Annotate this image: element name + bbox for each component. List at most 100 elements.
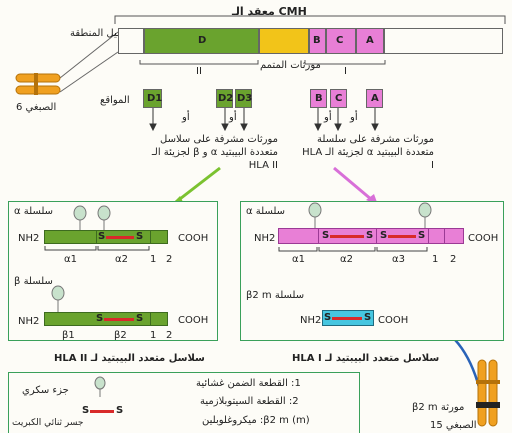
cyto-2-beta-II: 2: [166, 330, 173, 341]
legend-sugar: جزء سكري: [22, 385, 69, 396]
disulfide-bridge-alpha-I-2: [388, 235, 416, 238]
legend-item-3: β2 m (m): ميكروغلوبلين: [202, 415, 310, 426]
segment-class-I-B: [309, 28, 326, 54]
class-I-numeral: I: [344, 66, 347, 77]
s-alpha-I-2: S: [366, 230, 374, 241]
nh2-alpha-I: NH2: [254, 233, 276, 244]
s-alpha-I-3: S: [380, 230, 388, 241]
locus-D2: D2: [216, 89, 233, 108]
bar-left-blank: [118, 28, 144, 54]
tm-1-beta-II: 1: [150, 330, 157, 341]
bar-right-blank: [384, 28, 503, 54]
s-beta-II-1: S: [96, 313, 104, 324]
class-II-genes-description: مورثات مشرفة على سلاسل متعددة البيبتيد α…: [151, 134, 278, 171]
cooh-alpha-II: COOH: [178, 233, 209, 244]
b2m-gene-label: β2 m مورثة: [412, 402, 465, 413]
or-label-1: أو: [182, 112, 190, 123]
s-alpha-II-1: S: [98, 231, 106, 242]
hla-II-beta-chain-label: سلسلة β: [14, 276, 53, 287]
alpha-I-divider-4: [444, 228, 445, 244]
beta-II-tm-divider: [150, 312, 151, 326]
alpha-I-divider-2: [376, 228, 377, 244]
cyto-2-alpha-II: 2: [166, 254, 173, 265]
alpha-II-segment-divider: [96, 230, 97, 244]
tm-1-alpha-II: 1: [150, 254, 157, 265]
disulfide-bridge-b2m: [332, 317, 362, 320]
chromosome-15-icon: [476, 359, 500, 427]
alpha-I-domain-brackets: [278, 247, 428, 252]
loci-title: المواقع: [100, 95, 130, 106]
legend-disulfide: جسر ثنائي الكبريت: [12, 418, 84, 428]
tm-1-alpha-I: 1: [432, 254, 439, 265]
alpha1-II: α1: [64, 254, 77, 265]
locus-C: C: [330, 89, 347, 108]
chromosome-6-icon: [14, 70, 62, 104]
sugar-group-alpha-II: [73, 205, 111, 231]
segment-class-III: [259, 28, 309, 54]
s-alpha-I-4: S: [418, 230, 426, 241]
alpha-chain-I: [278, 228, 464, 244]
sugar-legend-icon: [94, 376, 106, 397]
segment-B-label: B: [313, 35, 321, 46]
s-b2m-2: S: [364, 312, 372, 323]
legend-s-1: S: [82, 405, 90, 416]
hla-II-caption: سلاسل متعدد البيبتيد لـ HLA II: [54, 353, 205, 364]
segment-class-I-C: [326, 28, 356, 54]
alpha-I-divider-1: [318, 228, 319, 244]
b2m-chain-label: β2 m سلسلة: [246, 290, 305, 301]
legend-item-2: 2: القطعة السيتوبلازمية: [200, 396, 299, 407]
legend-disulfide-icon: [90, 410, 114, 413]
nh2-alpha-II: NH2: [18, 233, 40, 244]
region-detail-label: تفصيل المنطقة: [70, 28, 134, 39]
class-II-numeral: II: [196, 66, 202, 77]
legend-box: [8, 372, 360, 433]
locus-D3: D3: [235, 89, 252, 108]
locus-B: B: [310, 89, 327, 108]
beta2-II: β2: [114, 330, 127, 341]
alpha2-I: α2: [340, 254, 353, 265]
nh2-b2m: NH2: [300, 315, 322, 326]
alpha-II-tm-divider: [150, 230, 151, 244]
segment-class-I-A: [356, 28, 384, 54]
disulfide-bridge-alpha-II: [106, 236, 134, 239]
segment-A-label: A: [366, 35, 374, 46]
class-III-label: مورثات المتمم: [260, 60, 321, 71]
cooh-beta-II: COOH: [178, 315, 209, 326]
s-alpha-II-2: S: [136, 231, 144, 242]
locus-A: A: [366, 89, 383, 108]
cooh-b2m: COOH: [378, 315, 409, 326]
or-label-2: أو: [229, 112, 237, 123]
legend-s-2: S: [116, 405, 124, 416]
alpha-II-domain-brackets: [44, 246, 150, 251]
segment-D-label: D: [198, 35, 207, 46]
alpha1-I: α1: [292, 254, 305, 265]
alpha-I-divider-3: [428, 228, 429, 244]
cyto-2-alpha-I: 2: [450, 254, 457, 265]
segment-class-II: [144, 28, 259, 54]
or-label-4: أو: [350, 112, 358, 123]
nh2-beta-II: NH2: [18, 316, 40, 327]
disulfide-bridge-beta-II: [104, 318, 134, 321]
sugar-group-alpha-I: [308, 202, 432, 230]
hla-II-alpha-chain-label: سلسلة α: [14, 206, 54, 217]
hla-I-caption: سلاسل متعدد البيبتيد لـ HLA I: [292, 353, 440, 364]
s-b2m-1: S: [324, 312, 332, 323]
alpha3-I: α3: [392, 254, 405, 265]
segment-C-label: C: [336, 35, 344, 46]
sugar-beta-II: [51, 285, 65, 313]
chromosome-15-label: الصبغي 15: [430, 420, 477, 431]
s-alpha-I-1: S: [322, 230, 330, 241]
cmh-gene-bar: D B C A: [118, 28, 503, 54]
hla-I-alpha-chain-label: سلسلة α: [246, 206, 286, 217]
cooh-alpha-I: COOH: [468, 233, 499, 244]
disulfide-bridge-alpha-I-1: [330, 235, 364, 238]
alpha2-II: α2: [115, 254, 128, 265]
class-I-genes-description: مورثات مشرفة على سلسلة متعددة البيبتيد α…: [302, 134, 434, 171]
legend-item-1: 1: القطعة الضمن غشائية: [196, 378, 301, 389]
cmh-title: معقد الـ CMH: [232, 5, 307, 18]
locus-D1: D1: [143, 89, 162, 108]
beta1-II: β1: [62, 330, 75, 341]
or-label-3: أو: [324, 112, 332, 123]
chromosome-6-label: الصبغي 6: [16, 102, 57, 113]
s-beta-II-2: S: [136, 313, 144, 324]
